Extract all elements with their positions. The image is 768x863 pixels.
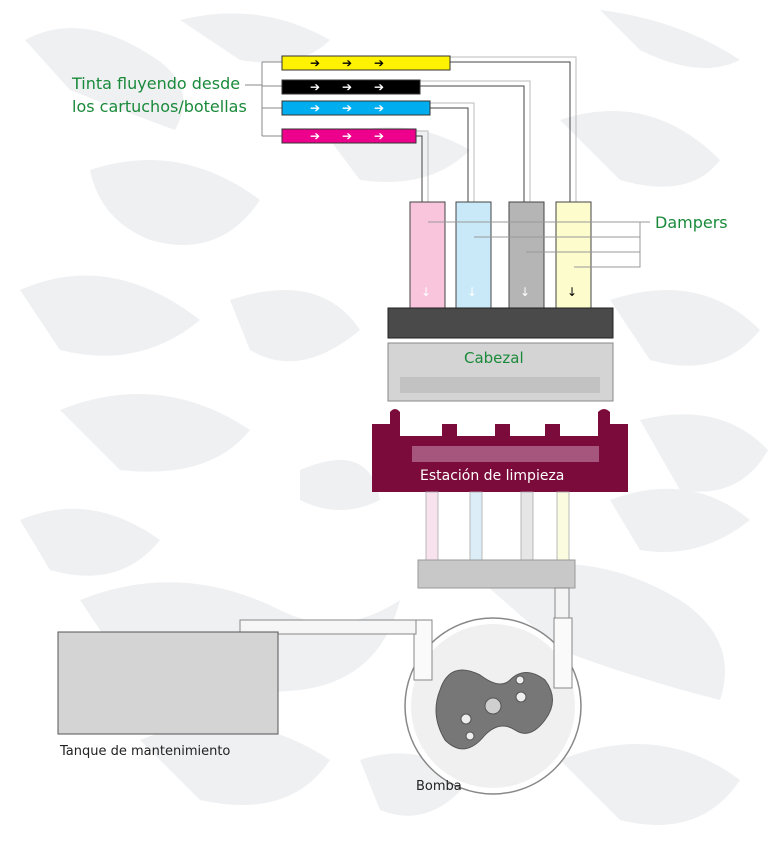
pipe-yellow: ➔ ➔ ➔ bbox=[281, 55, 451, 71]
svg-text:↓: ↓ bbox=[567, 285, 577, 299]
svg-text:➔: ➔ bbox=[374, 101, 384, 115]
svg-text:➔: ➔ bbox=[310, 80, 320, 94]
damper-black bbox=[508, 201, 545, 313]
pump bbox=[404, 617, 582, 795]
svg-text:➔: ➔ bbox=[342, 101, 352, 115]
ink-pipes: ➔ ➔ ➔ ➔ ➔ ➔ ➔ ➔ ➔ ➔ ➔ ➔ bbox=[281, 55, 451, 144]
damper-magenta bbox=[409, 201, 446, 313]
svg-text:➔: ➔ bbox=[374, 80, 384, 94]
tank-tube bbox=[239, 619, 417, 635]
damper-leader-lines bbox=[428, 221, 650, 268]
maintenance-tank-label: Tanque de mantenimiento bbox=[60, 744, 231, 759]
dampers: ↓ ↓ ↓ ↓ bbox=[409, 201, 592, 313]
damper-cyan bbox=[455, 201, 492, 313]
cleaning-station-highlight bbox=[412, 446, 599, 462]
svg-text:➔: ➔ bbox=[342, 129, 352, 143]
maintenance-tank bbox=[57, 631, 279, 735]
svg-text:↓: ↓ bbox=[421, 285, 431, 299]
damper-yellow bbox=[555, 201, 592, 313]
ink-flow-label: Tinta fluyendo desde los cartuchos/botel… bbox=[72, 72, 247, 118]
svg-text:↓: ↓ bbox=[467, 285, 477, 299]
pipe-magenta: ➔ ➔ ➔ bbox=[281, 128, 417, 144]
svg-text:➔: ➔ bbox=[310, 129, 320, 143]
svg-text:➔: ➔ bbox=[310, 101, 320, 115]
dampers-label: Dampers bbox=[655, 213, 728, 232]
station-tubes bbox=[425, 491, 570, 563]
ink-flow-label-line-2: los cartuchos/botellas bbox=[72, 97, 247, 116]
pipe-black: ➔ ➔ ➔ bbox=[281, 79, 421, 95]
ink-label-bracket bbox=[245, 61, 282, 137]
svg-text:➔: ➔ bbox=[374, 129, 384, 143]
pump-inlet-tube bbox=[554, 587, 570, 621]
head-nozzle-strip bbox=[400, 377, 600, 393]
svg-text:➔: ➔ bbox=[342, 80, 352, 94]
head-connector-bar bbox=[387, 307, 614, 339]
svg-text:➔: ➔ bbox=[374, 56, 384, 70]
tube-manifold bbox=[417, 559, 576, 589]
head-label: Cabezal bbox=[464, 349, 524, 367]
cleaning-station-label: Estación de limpieza bbox=[420, 468, 565, 484]
svg-text:➔: ➔ bbox=[310, 56, 320, 70]
svg-text:➔: ➔ bbox=[342, 56, 352, 70]
svg-text:↓: ↓ bbox=[520, 285, 530, 299]
ink-flow-label-line-1: Tinta fluyendo desde bbox=[72, 74, 241, 93]
pipe-cyan: ➔ ➔ ➔ bbox=[281, 100, 431, 116]
ink-leader-lines bbox=[416, 56, 577, 205]
pump-label: Bomba bbox=[416, 779, 462, 794]
